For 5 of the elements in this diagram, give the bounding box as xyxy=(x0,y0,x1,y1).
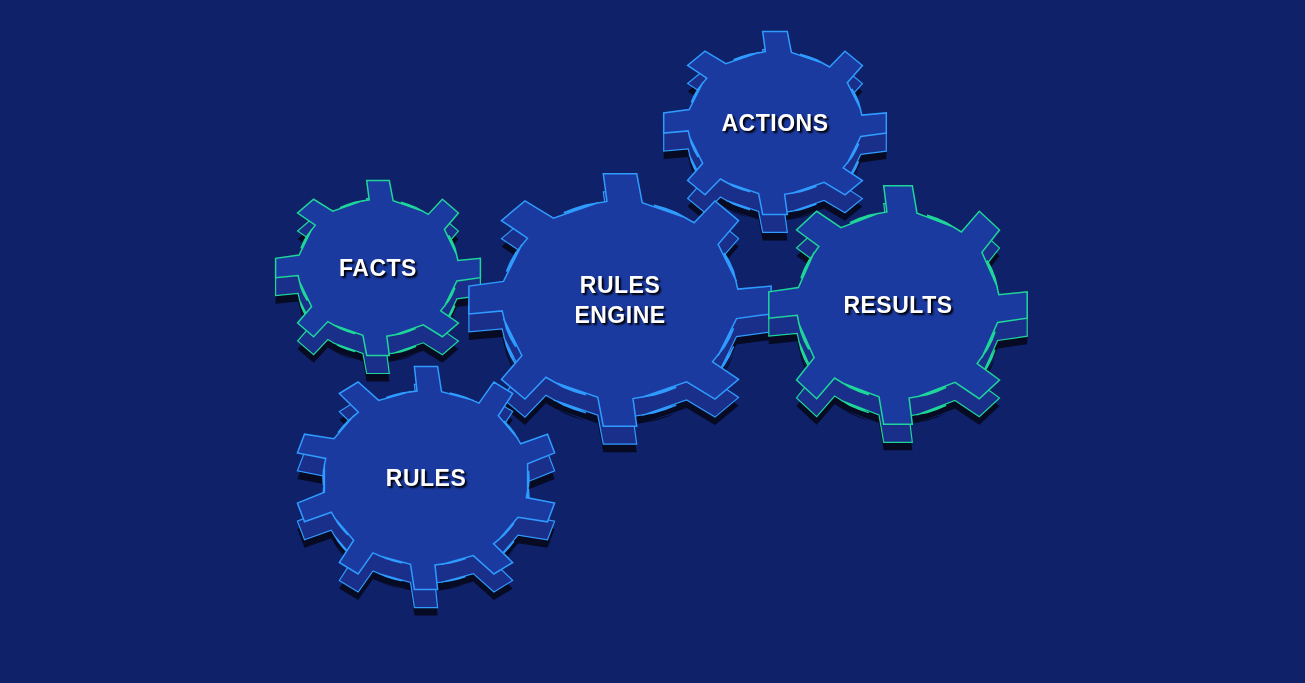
gear-label: ACTIONS xyxy=(720,109,830,138)
gear-label: RULES xyxy=(384,464,468,493)
gear-label: FACTS xyxy=(338,254,418,283)
gear-label: RULES ENGINE xyxy=(573,271,667,330)
gear-label: RESULTS xyxy=(842,291,954,320)
